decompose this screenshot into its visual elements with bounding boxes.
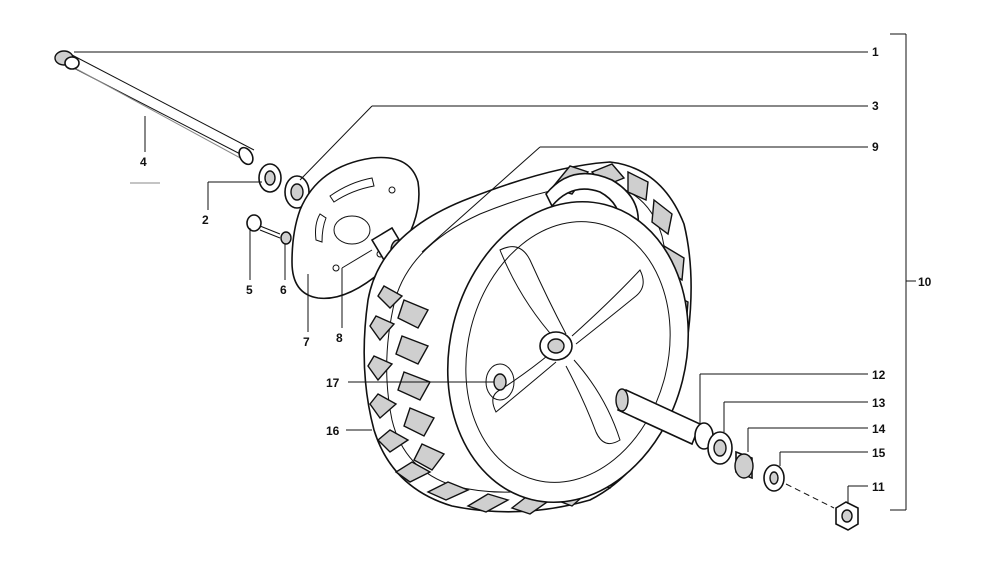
bearing-13 bbox=[707, 431, 733, 465]
callout-6: 6 bbox=[280, 283, 287, 297]
axle bbox=[59, 54, 255, 166]
leader-lines bbox=[74, 33, 916, 511]
callout-5: 5 bbox=[246, 283, 253, 297]
callout-2: 2 bbox=[202, 213, 209, 227]
callout-16: 16 bbox=[326, 424, 340, 438]
callout-8: 8 bbox=[336, 331, 343, 345]
callout-12: 12 bbox=[872, 368, 886, 382]
bearing-3 bbox=[284, 175, 310, 209]
callout-13: 13 bbox=[872, 396, 886, 410]
callout-10: 10 bbox=[918, 275, 932, 289]
axle-centerline bbox=[785, 483, 835, 509]
callout-3: 3 bbox=[872, 99, 879, 113]
callout-17: 17 bbox=[326, 376, 340, 390]
axle-head-nut bbox=[54, 50, 80, 70]
callout-11: 11 bbox=[872, 480, 885, 494]
callout-14: 14 bbox=[872, 422, 886, 436]
axle-sleeve bbox=[615, 388, 702, 446]
callout-9: 9 bbox=[872, 140, 879, 154]
callout-4: 4 bbox=[140, 155, 147, 169]
washer-2 bbox=[258, 163, 282, 193]
callout-1: 1 bbox=[872, 45, 879, 59]
washer-15 bbox=[763, 464, 785, 492]
wheel-rim bbox=[446, 200, 690, 504]
callout-labels: 1 3 9 4 2 5 6 7 8 10 17 16 12 13 14 15 1… bbox=[140, 45, 932, 494]
callout-15: 15 bbox=[872, 446, 886, 460]
spacer-14 bbox=[734, 450, 754, 480]
screw-5 bbox=[246, 214, 292, 245]
callout-7: 7 bbox=[303, 335, 310, 349]
nut-11 bbox=[835, 501, 859, 531]
